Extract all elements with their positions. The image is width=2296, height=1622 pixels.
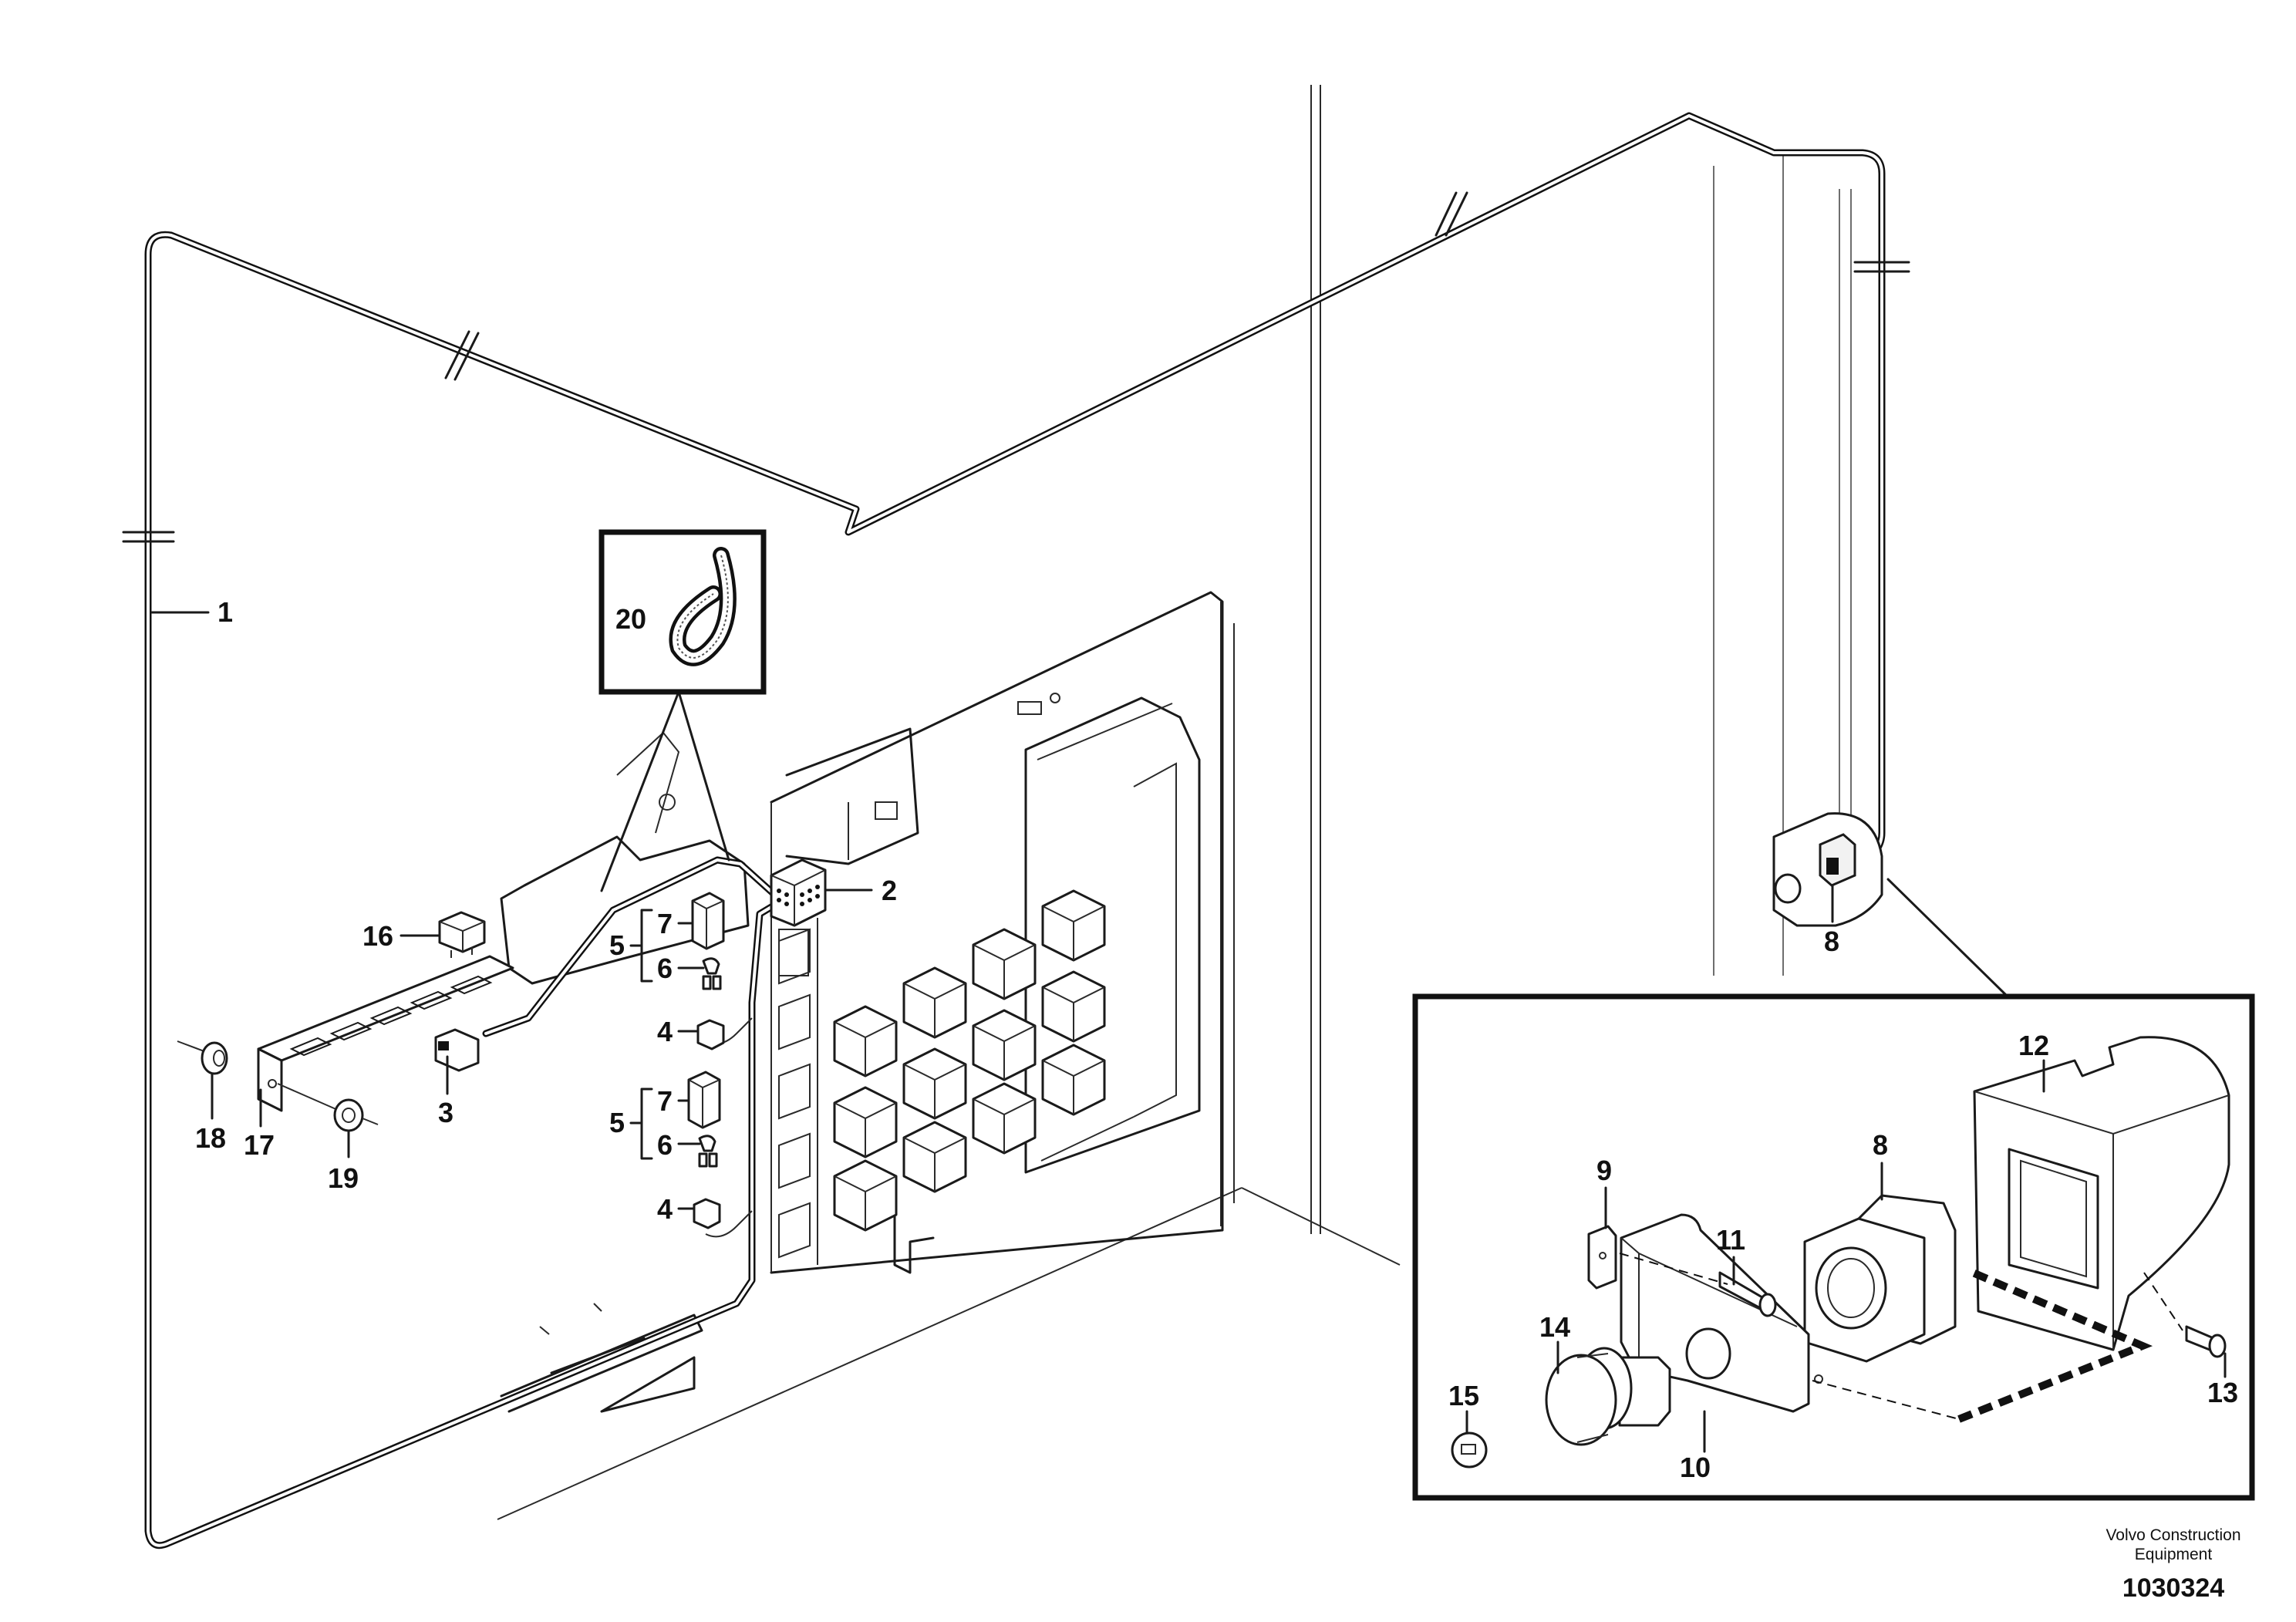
fuse-holder-7-lower	[687, 1071, 721, 1129]
switch-assembly-detail	[1412, 878, 2255, 1501]
button-14	[1545, 1347, 1671, 1446]
cab-structure	[497, 85, 1852, 1520]
brand-line-1: Volvo Construction	[2106, 1526, 2240, 1544]
callout-14: 14	[1539, 1311, 1570, 1343]
leader-lines	[150, 611, 2227, 1453]
connector-2	[770, 858, 827, 927]
callout-4-lower: 4	[657, 1193, 673, 1225]
relay-block	[833, 1005, 898, 1077]
relay-block	[1041, 889, 1106, 962]
callout-9: 9	[1596, 1155, 1612, 1186]
relay-block	[833, 1159, 898, 1232]
fuse-holder-7-upper	[691, 892, 725, 950]
relay-cluster	[833, 889, 1106, 1232]
footer: Volvo Construction Equipment 1030324	[2106, 1526, 2240, 1603]
relay-block	[1041, 1044, 1106, 1116]
break-mark	[122, 531, 175, 543]
callout-17: 17	[244, 1129, 275, 1161]
callout-1: 1	[217, 596, 233, 628]
connector-3	[434, 1028, 480, 1072]
callout-labels: 1 2 3 4 4 5 5 6 6 7 7 8 8 9 10 11 12 13 …	[195, 596, 2238, 1483]
callout-12: 12	[2018, 1030, 2049, 1061]
callout-7-lower: 7	[657, 1085, 673, 1117]
callout-19: 19	[328, 1162, 359, 1194]
symbol-15	[1451, 1431, 1488, 1469]
callout-4-upper: 4	[657, 1016, 673, 1047]
nut-18	[177, 1040, 228, 1075]
callout-8-pillar: 8	[1824, 926, 1839, 957]
relay-block	[972, 1009, 1037, 1081]
relay-16	[438, 911, 486, 958]
relay-block	[902, 1121, 967, 1193]
fuse-holder-4-lower	[693, 1198, 721, 1229]
relay-block	[902, 1047, 967, 1120]
screw-13	[2185, 1325, 2227, 1358]
cable-harness	[122, 112, 1910, 1549]
callout-18: 18	[195, 1122, 226, 1154]
relay-block	[972, 928, 1037, 1000]
plate-10	[1620, 1213, 1823, 1413]
screw-11	[1718, 1271, 1777, 1317]
brand-line-2: Equipment	[2135, 1546, 2213, 1563]
callout-5-lower: 5	[609, 1107, 625, 1138]
callout-7-upper: 7	[657, 908, 673, 939]
callout-6-upper: 6	[657, 953, 673, 984]
callout-11: 11	[1716, 1224, 1745, 1256]
fuse-holder-4-upper	[696, 1019, 725, 1050]
relay-block	[833, 1086, 898, 1158]
callout-20: 20	[615, 603, 646, 635]
break-mark	[1853, 261, 1910, 273]
switch-8-on-pillar	[1772, 812, 1883, 927]
callout-8-detail: 8	[1873, 1129, 1888, 1161]
drawing-number: 1030324	[2122, 1573, 2224, 1603]
relay-block	[902, 966, 967, 1039]
callout-15: 15	[1448, 1380, 1479, 1411]
switch-panel-17	[257, 955, 514, 1112]
break-mark	[444, 330, 480, 381]
break-mark	[1435, 191, 1468, 237]
fuse-6-lower	[698, 1135, 718, 1168]
callout-10: 10	[1680, 1452, 1711, 1483]
cover-12	[1973, 1036, 2230, 1351]
screw-19	[277, 1083, 379, 1132]
fuse-6-upper	[702, 957, 722, 990]
clip-9	[1587, 1225, 1617, 1290]
relay-block	[1041, 970, 1106, 1043]
cable-tie-detail	[598, 529, 767, 892]
fuse-relay-panel	[500, 591, 1224, 1413]
callout-16: 16	[362, 920, 393, 952]
callout-2: 2	[882, 875, 897, 906]
callout-13: 13	[2207, 1377, 2238, 1408]
callout-3: 3	[438, 1097, 453, 1128]
callout-6-lower: 6	[657, 1129, 673, 1161]
relay-block	[972, 1082, 1037, 1155]
callout-5-upper: 5	[609, 929, 625, 961]
